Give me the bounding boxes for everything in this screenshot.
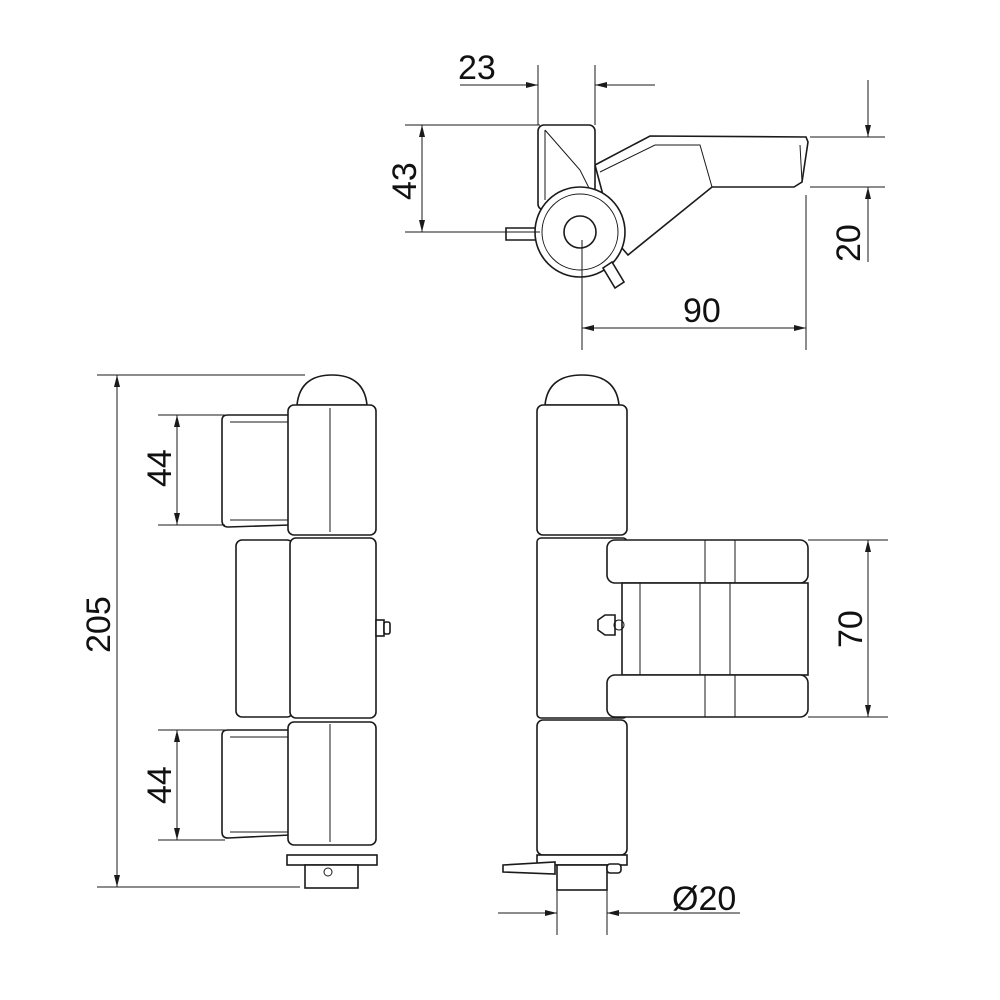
dim-arm-width-label: 20	[830, 224, 868, 262]
grease-nipple	[601, 260, 626, 290]
base-plate	[286, 854, 378, 866]
lower-knuckle	[287, 721, 377, 846]
middle-knuckle	[289, 537, 377, 719]
side-pin-end	[556, 864, 608, 891]
pin-end	[304, 864, 359, 889]
dim-top-offset-label: 23	[458, 49, 496, 87]
front-view	[221, 374, 391, 889]
top-view-dimensions: 23 43 20 90	[386, 49, 885, 350]
top-view	[505, 124, 809, 290]
dim-upper-leaf-label: 44	[141, 449, 179, 487]
dim-overall-height-label: 205	[80, 596, 118, 653]
arm-outline	[594, 135, 809, 257]
middle-leaf	[235, 539, 294, 718]
side-lower-barrel	[536, 719, 628, 856]
leaf-top-rail	[606, 539, 809, 584]
block-edge-lines	[544, 129, 591, 200]
arm-edge-lines	[599, 144, 803, 188]
dim-pin-diameter-label: Ø20	[672, 880, 736, 918]
dim-lower-leaf-label: 44	[141, 766, 179, 804]
cap	[296, 374, 368, 406]
grease-nipple-side	[375, 619, 385, 637]
dim-leaf-height-label: 70	[832, 610, 870, 648]
upper-knuckle	[287, 404, 377, 536]
side-tab	[502, 861, 556, 875]
pin-circle	[563, 215, 597, 249]
side-grease-nipple	[597, 614, 616, 636]
leaf-body	[621, 582, 809, 676]
leaf-bottom-rail	[606, 674, 809, 718]
dim-arm-reach-label: 90	[683, 292, 721, 330]
side-upper-barrel	[536, 404, 628, 536]
side-cap	[544, 374, 620, 406]
dim-top-depth-label: 43	[386, 162, 424, 200]
leaf-edge-lines	[639, 540, 736, 717]
front-view-dimensions: 205 44 44	[80, 374, 305, 888]
side-view	[502, 374, 809, 891]
barrel-inner-circle	[541, 193, 619, 271]
side-view-dimensions: 70 Ø20	[498, 539, 888, 935]
